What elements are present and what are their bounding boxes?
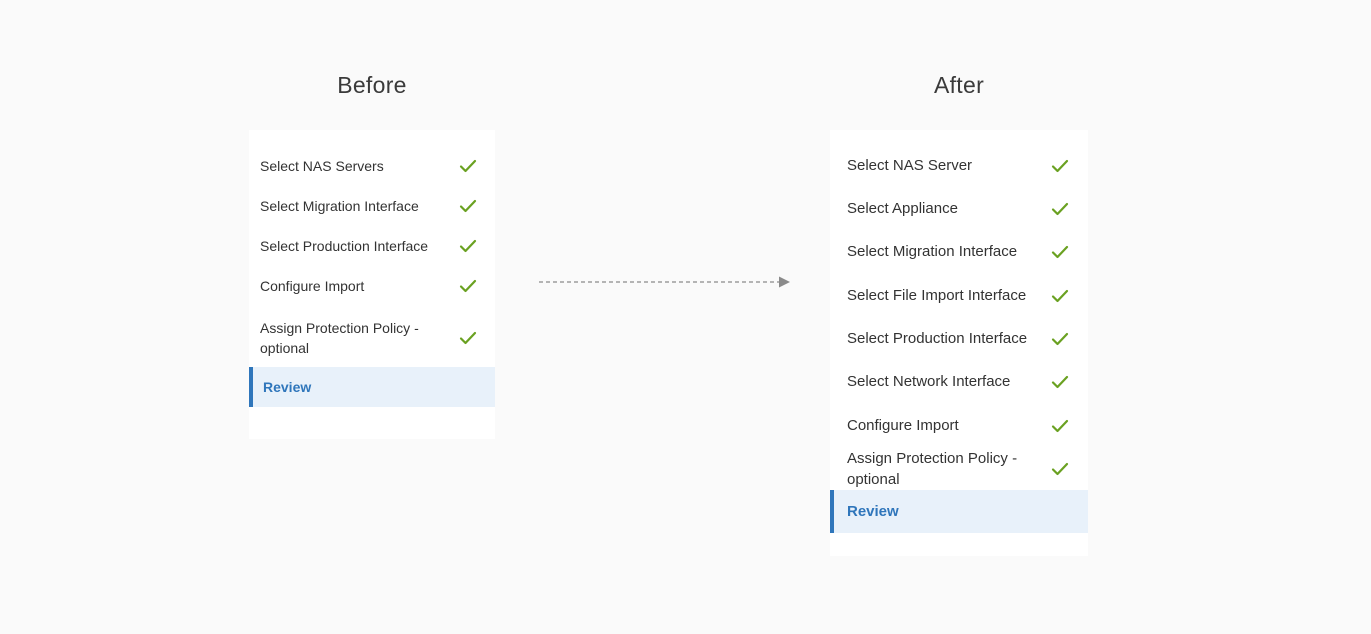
checkmark-icon	[1051, 375, 1069, 388]
step-label: Configure Import	[260, 278, 365, 294]
after-step-configure-import[interactable]: Configure Import	[830, 404, 1088, 447]
before-heading: Before	[337, 72, 407, 98]
before-step-select-nas-servers[interactable]: Select NAS Servers	[249, 146, 495, 186]
checkmark-icon	[1051, 289, 1069, 302]
before-step-select-production-interface[interactable]: Select Production Interface	[249, 226, 495, 266]
step-label: Select Migration Interface	[260, 198, 419, 214]
step-label: Select File Import Interface	[847, 287, 1027, 304]
after-step-select-network-interface[interactable]: Select Network Interface	[830, 360, 1088, 403]
before-wizard-steps: Select NAS Servers Select Migration Inte…	[249, 130, 495, 439]
step-label: Select Migration Interface	[847, 243, 1018, 260]
after-step-select-nas-server[interactable]: Select NAS Server	[830, 144, 1088, 187]
step-label: Select Network Interface	[847, 373, 1011, 390]
after-wizard-steps: Select NAS Server Select Appliance Selec…	[830, 130, 1088, 556]
before-step-assign-protection-policy[interactable]: Assign Protection Policy - optional	[249, 316, 495, 360]
after-step-select-production-interface[interactable]: Select Production Interface	[830, 317, 1088, 360]
checkmark-icon	[459, 279, 477, 293]
step-label: Select Production Interface	[847, 330, 1028, 347]
checkmark-icon	[1051, 159, 1069, 172]
checkmark-icon	[1051, 462, 1069, 475]
step-label: Select NAS Server	[847, 157, 973, 174]
step-label: Review	[847, 503, 899, 520]
after-step-select-migration-interface[interactable]: Select Migration Interface	[830, 230, 1088, 273]
step-label: Assign Protection Policy - optional	[260, 320, 419, 356]
after-heading: After	[933, 72, 985, 98]
step-label: Configure Import	[847, 417, 959, 434]
checkmark-icon	[1051, 419, 1069, 432]
step-label: Select Appliance	[847, 200, 958, 217]
step-label: Review	[263, 379, 312, 395]
step-label: Select Production Interface	[260, 238, 429, 254]
after-step-select-file-import-interface[interactable]: Select File Import Interface	[830, 274, 1088, 317]
arrow-right-icon	[539, 276, 790, 288]
before-step-review[interactable]: Review	[249, 367, 495, 407]
after-step-select-appliance[interactable]: Select Appliance	[830, 187, 1088, 230]
checkmark-icon	[1051, 245, 1069, 258]
checkmark-icon	[459, 239, 477, 253]
checkmark-icon	[1051, 202, 1069, 215]
checkmark-icon	[459, 199, 477, 213]
before-step-configure-import[interactable]: Configure Import	[249, 266, 495, 306]
step-label: Select NAS Servers	[260, 158, 384, 174]
after-step-review[interactable]: Review	[830, 490, 1088, 533]
checkmark-icon	[459, 331, 477, 345]
checkmark-icon	[459, 159, 477, 173]
before-step-select-migration-interface[interactable]: Select Migration Interface	[249, 186, 495, 226]
checkmark-icon	[1051, 332, 1069, 345]
step-label: Assign Protection Policy - optional	[847, 449, 1018, 488]
after-step-assign-protection-policy[interactable]: Assign Protection Policy - optional	[830, 447, 1088, 490]
